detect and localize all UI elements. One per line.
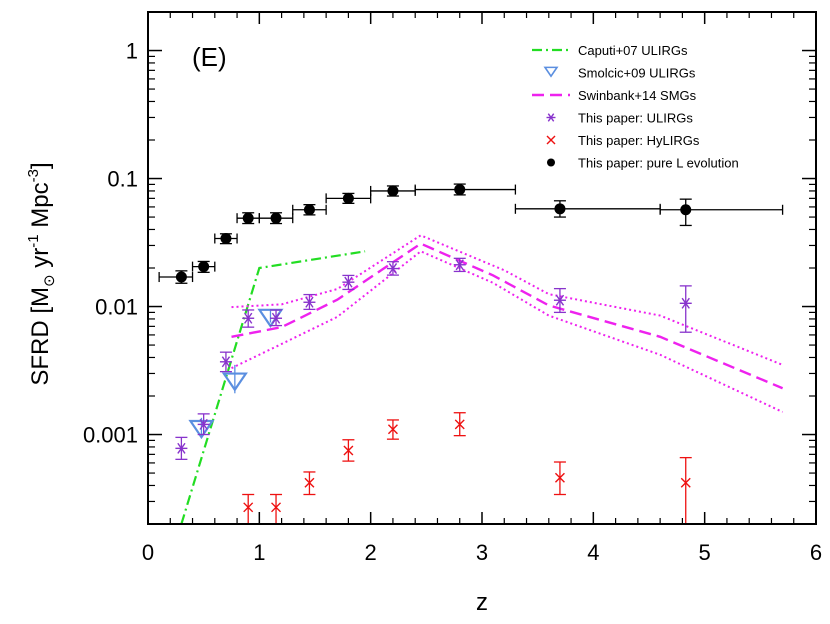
legend-label: This paper: pure L evolution bbox=[578, 156, 739, 171]
cross-marker bbox=[454, 419, 465, 430]
dot-marker bbox=[454, 184, 466, 196]
x-tick-label: 3 bbox=[476, 540, 488, 565]
x-tick-label: 2 bbox=[365, 540, 377, 565]
dot-marker bbox=[303, 204, 315, 216]
legend-label: Smolcic+09 ULIRGs bbox=[578, 66, 696, 81]
x-tick-label: 6 bbox=[810, 540, 822, 565]
asterisk-marker bbox=[197, 418, 210, 430]
cross-marker bbox=[546, 135, 556, 145]
legend-entry: Smolcic+09 ULIRGs bbox=[543, 66, 696, 81]
y-label-yr-exp: -1 bbox=[25, 234, 42, 247]
pure-l-evolution-point bbox=[292, 204, 327, 216]
legend-label: Caputi+07 ULIRGs bbox=[578, 43, 688, 58]
triangle-marker bbox=[543, 66, 559, 78]
dot-marker bbox=[554, 203, 566, 215]
hylirg-error-bar bbox=[242, 493, 255, 524]
y-label-mpc: Mpc bbox=[27, 182, 54, 234]
dot-marker bbox=[680, 204, 692, 216]
cross-marker bbox=[271, 502, 282, 513]
cross-marker bbox=[343, 445, 354, 456]
legend-label: Swinbank+14 SMGs bbox=[578, 88, 697, 103]
y-axis-label: SFRD [M⊙ yr-1 Mpc-3] bbox=[25, 162, 58, 385]
y-label-mpc-exp: -3 bbox=[25, 169, 42, 182]
plot-frame bbox=[147, 11, 817, 525]
hylirg-error-bar bbox=[270, 493, 283, 524]
legend-entry: Swinbank+14 SMGs bbox=[532, 88, 697, 103]
dot-marker bbox=[342, 192, 354, 204]
dot-marker bbox=[175, 271, 187, 283]
pure-l-evolution-point bbox=[414, 183, 517, 196]
x-tick-label: 1 bbox=[253, 540, 265, 565]
legend-label: This paper: HyLIRGs bbox=[578, 133, 700, 148]
pure-l-evolution-point bbox=[514, 200, 661, 218]
cross-marker bbox=[554, 472, 565, 483]
swinbank-line bbox=[231, 242, 784, 390]
legend-entry: This paper: ULIRGs bbox=[546, 111, 693, 126]
hylirg-error-bar bbox=[679, 456, 692, 524]
legend-label: This paper: ULIRGs bbox=[578, 111, 693, 126]
cross-marker bbox=[304, 477, 315, 488]
x-tick-label: 4 bbox=[587, 540, 599, 565]
pure-l-evolution-point bbox=[370, 185, 416, 197]
pure-l-evolution-point bbox=[191, 260, 216, 273]
swinbank-lower-bound bbox=[231, 250, 784, 413]
pure-l-evolution-point bbox=[158, 270, 194, 284]
swinbank-upper-bound bbox=[231, 234, 783, 366]
cross-marker bbox=[243, 502, 254, 513]
cross-marker bbox=[680, 477, 691, 488]
pure-l-evolution-point bbox=[236, 212, 260, 225]
legend-entry: Caputi+07 ULIRGs bbox=[532, 43, 688, 58]
asterisk-marker bbox=[553, 294, 566, 306]
legend-entry: This paper: pure L evolution bbox=[547, 156, 739, 171]
axis-layer: 0 1 2 3 4 5 6 0.001 0.01 0.1 1 bbox=[83, 11, 822, 565]
asterisk-marker bbox=[453, 259, 466, 271]
y-tick-label: 1 bbox=[126, 39, 138, 64]
dot-marker bbox=[387, 185, 399, 197]
x-axis-label: z bbox=[476, 589, 488, 616]
y-label-sun: ⊙ bbox=[41, 274, 58, 287]
asterisk-marker bbox=[175, 442, 188, 454]
asterisk-marker bbox=[342, 276, 355, 288]
asterisk-marker bbox=[386, 263, 399, 275]
legend-entry: This paper: HyLIRGs bbox=[546, 133, 700, 148]
caputi-line bbox=[180, 250, 366, 524]
asterisk-marker bbox=[679, 297, 692, 309]
triangle-marker bbox=[221, 372, 248, 392]
y-label-close: ] bbox=[27, 162, 54, 169]
svg-text:SFRD [M⊙ yr-1 Mpc-3]: SFRD [M⊙ yr-1 Mpc-3] bbox=[25, 162, 58, 385]
y-tick-label: 0.01 bbox=[95, 295, 138, 320]
dot-marker bbox=[220, 233, 232, 245]
pure-l-evolution-point bbox=[214, 233, 238, 245]
ulirg-error-bar bbox=[679, 285, 692, 333]
pure-l-evolution-point bbox=[258, 212, 294, 225]
data-layer bbox=[158, 183, 784, 524]
y-label-main: SFRD [M bbox=[27, 287, 54, 386]
asterisk-marker bbox=[546, 113, 556, 122]
pure-l-evolution-point bbox=[659, 198, 784, 227]
dot-marker bbox=[270, 212, 282, 224]
dot-marker bbox=[198, 261, 210, 273]
asterisk-marker bbox=[219, 356, 232, 368]
x-tick-label: 5 bbox=[699, 540, 711, 565]
asterisk-marker bbox=[270, 312, 283, 324]
legend-swatch bbox=[547, 158, 555, 167]
cross-marker bbox=[387, 424, 398, 435]
y-label-yr: yr bbox=[27, 248, 54, 275]
asterisk-marker bbox=[242, 312, 255, 324]
y-tick-label: 0.001 bbox=[83, 423, 138, 448]
panel-label: (E) bbox=[192, 42, 227, 72]
asterisk-marker bbox=[303, 296, 316, 308]
y-tick-label: 0.1 bbox=[107, 167, 138, 192]
dot-marker bbox=[242, 212, 254, 224]
pure-l-evolution-point bbox=[325, 192, 372, 204]
x-tick-label: 0 bbox=[142, 540, 154, 565]
